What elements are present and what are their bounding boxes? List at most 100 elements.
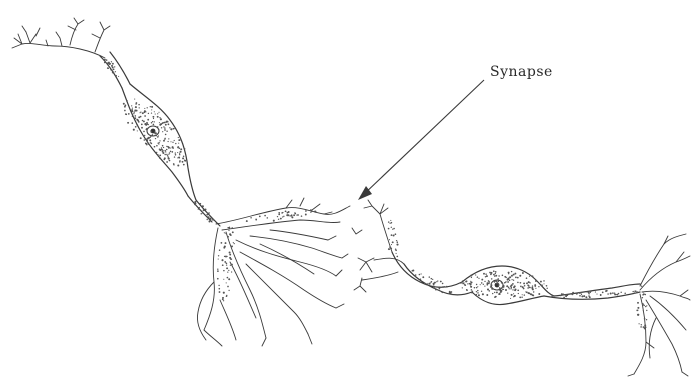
stipple-dot [462, 282, 464, 284]
stipple-dot [219, 288, 221, 290]
stipple-dot [465, 285, 466, 286]
stipple-dot [159, 140, 160, 141]
stipple-dot [437, 280, 438, 281]
stipple-dot [505, 277, 506, 278]
stipple-dot [596, 294, 597, 295]
stipple-dot [140, 137, 142, 139]
stipple-dot [147, 107, 148, 108]
stipple-dot [104, 62, 106, 64]
stipple-dot [643, 326, 645, 328]
stipple-dot [512, 283, 514, 285]
stipple-dot [486, 282, 488, 284]
stipple-dot [389, 239, 390, 240]
stipple-dot [164, 122, 166, 124]
stipple-dot [643, 292, 644, 293]
stipple-dot [218, 285, 219, 286]
stipple-dot [515, 288, 517, 290]
stipple-dot [632, 291, 633, 292]
stipple-dot [203, 209, 205, 211]
stipple-dot [113, 68, 115, 70]
stipple-dot [433, 283, 435, 285]
stipple-dot [513, 296, 514, 297]
stipple-dot [169, 127, 170, 128]
stipple-dot [158, 112, 159, 113]
neuron-right-process [392, 252, 472, 295]
stipple-dot [250, 217, 252, 219]
stipple-dot [526, 291, 528, 293]
stipple-dot [138, 104, 140, 106]
stipple-dot [159, 117, 160, 118]
stipple-dot [107, 63, 108, 64]
stipple-dot [223, 292, 225, 294]
stipple-dot [159, 149, 160, 150]
stipple-dot [420, 278, 421, 279]
stipple-dot [227, 271, 228, 272]
stipple-dot [226, 282, 227, 283]
stipple-dot [644, 324, 646, 326]
stipple-dot [310, 209, 312, 211]
stipple-dot [179, 161, 181, 163]
stipple-dot [161, 147, 163, 149]
stipple-dot [305, 214, 307, 216]
stipple-dot [490, 286, 491, 287]
stipple-dot [427, 283, 428, 284]
stipple-dot [144, 115, 146, 117]
stipple-dot [231, 271, 232, 272]
stipple-dot [145, 111, 146, 112]
stipple-dot [278, 213, 280, 215]
stipple-dot [389, 247, 390, 248]
stipple-dot [415, 274, 417, 276]
stipple-dot [294, 213, 296, 215]
stipple-dot [435, 289, 437, 291]
stipple-dot [164, 127, 165, 128]
stipple-dot [231, 245, 233, 247]
stipple-dot [646, 305, 647, 306]
stipple-dot [228, 290, 229, 291]
stipple-dot [523, 282, 525, 284]
stipple-dot [199, 207, 200, 208]
stipple-dot [645, 326, 647, 328]
stipple-dot [646, 319, 647, 320]
stipple-dot [527, 284, 529, 286]
stipple-dot [123, 103, 125, 105]
stipple-dot [429, 276, 430, 277]
stipple-dot [124, 106, 126, 108]
stipple-dot [223, 279, 224, 280]
stipple-dot [412, 270, 414, 272]
stipple-dot [517, 282, 519, 284]
stipple-dot [602, 292, 604, 294]
stipple-dot [491, 278, 493, 280]
neuron-right-stipple [388, 220, 648, 330]
stipple-dot [433, 287, 435, 289]
stipple-dot [517, 277, 519, 279]
stipple-dot [524, 294, 525, 295]
stipple-dot [210, 220, 211, 221]
stipple-dot [183, 164, 185, 166]
stipple-dot [166, 130, 167, 131]
stipple-dot [481, 282, 483, 284]
stipple-dot [174, 140, 175, 141]
stipple-dot [497, 282, 498, 283]
stipple-dot [152, 134, 153, 135]
stipple-dot [451, 291, 453, 293]
stipple-dot [144, 139, 146, 141]
stipple-dot [171, 151, 173, 153]
stipple-dot [494, 296, 496, 298]
stipple-dot [460, 283, 461, 284]
stipple-dot [477, 290, 478, 291]
synapse-label: Synapse [490, 64, 553, 80]
stipple-dot [287, 212, 289, 214]
stipple-dot [489, 272, 491, 274]
synapse-pointer [358, 80, 484, 200]
stipple-dot [546, 288, 547, 289]
stipple-dot [287, 214, 289, 216]
stipple-dot [482, 293, 484, 295]
stipple-dot [136, 102, 138, 104]
stipple-dot [223, 300, 224, 301]
stipple-dot [166, 149, 168, 151]
stipple-dot [166, 154, 167, 155]
stipple-dot [224, 232, 225, 233]
stipple-dot [643, 310, 644, 311]
stipple-dot [392, 229, 393, 230]
stipple-dot [585, 296, 587, 298]
